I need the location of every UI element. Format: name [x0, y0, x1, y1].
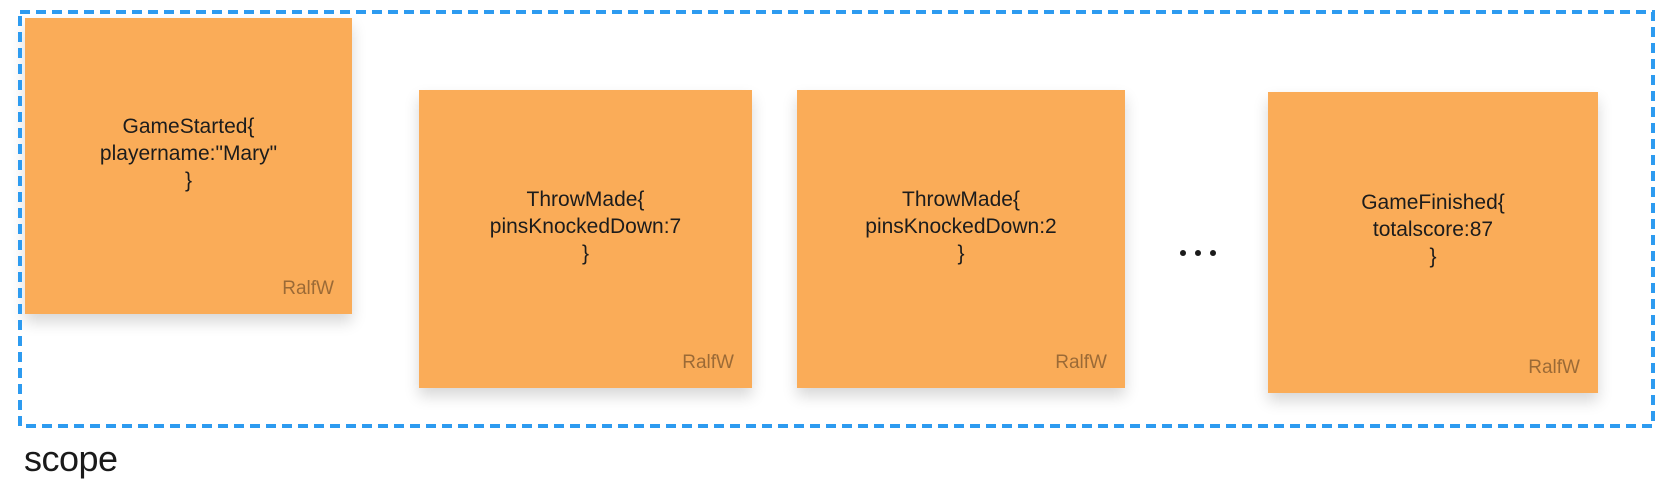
note-line: playername:"Mary" — [99, 141, 278, 165]
note-text: ThrowMade{ pinsKnockedDown:2} — [865, 186, 1056, 293]
note-line: } — [957, 241, 965, 265]
sticky-note-game-started[interactable]: GameStarted{ playername:"Mary"} RalfW — [25, 18, 352, 314]
ellipsis-dot — [1210, 250, 1216, 256]
sticky-note-throw-made-2[interactable]: ThrowMade{ pinsKnockedDown:2} RalfW — [797, 90, 1125, 388]
note-author: RalfW — [282, 278, 334, 299]
note-author: RalfW — [1055, 352, 1107, 373]
note-line: GameStarted{ — [122, 114, 255, 138]
note-text: GameFinished{ totalscore:87} — [1361, 189, 1505, 296]
note-line: pinsKnockedDown:7 — [489, 214, 682, 238]
scope-label[interactable]: scope — [24, 438, 118, 479]
note-line: pinsKnockedDown:2 — [865, 214, 1057, 238]
ellipsis-dot — [1195, 250, 1201, 256]
note-author: RalfW — [1528, 357, 1580, 378]
note-line: } — [184, 168, 192, 192]
sticky-note-throw-made-7[interactable]: ThrowMade{ pinsKnockedDown:7} RalfW — [419, 90, 752, 388]
note-line: } — [1429, 245, 1437, 268]
note-line: ThrowMade{ — [902, 187, 1020, 211]
ellipsis[interactable] — [1180, 250, 1216, 256]
note-text: ThrowMade{ pinsKnockedDown:7} — [490, 186, 681, 293]
note-line: totalscore:87 — [1372, 218, 1494, 241]
note-line: ThrowMade{ — [526, 187, 645, 211]
note-line: GameFinished{ — [1361, 191, 1505, 214]
note-author: RalfW — [682, 352, 734, 373]
note-text: GameStarted{ playername:"Mary"} — [100, 113, 277, 220]
ellipsis-dot — [1180, 250, 1186, 256]
sticky-note-game-finished[interactable]: GameFinished{ totalscore:87} RalfW — [1268, 92, 1598, 393]
note-line: } — [581, 241, 589, 265]
